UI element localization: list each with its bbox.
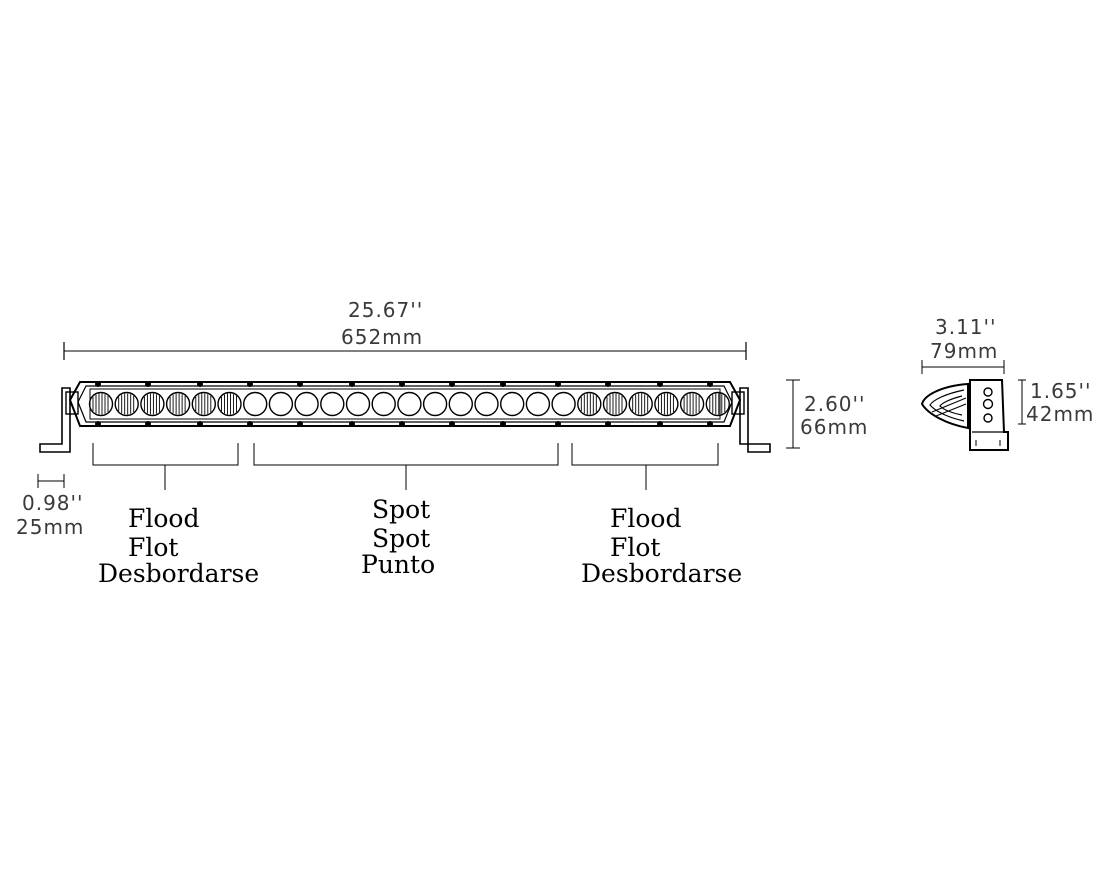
center-label-es: Punto [361, 550, 435, 579]
beam-group-brackets [92, 443, 719, 490]
led-lens [397, 391, 422, 417]
led-lens [320, 391, 345, 417]
housing-screw [297, 381, 303, 387]
right-label-es: Desbordarse [581, 559, 742, 588]
led-lens [242, 391, 268, 417]
housing-screw [247, 421, 253, 427]
led-lens [165, 391, 191, 417]
housing-screw [349, 381, 355, 387]
led-lens [422, 391, 448, 417]
housing-screw [95, 421, 101, 427]
bracket-mm: 25mm [16, 515, 84, 539]
housing-screw [197, 381, 203, 387]
height-dimension: 2.60'' 66mm [786, 379, 868, 449]
housing-screw [500, 381, 506, 387]
led-lens [551, 391, 576, 417]
housing-screw [399, 381, 405, 387]
housing-screw [500, 421, 506, 427]
led-lens [217, 391, 242, 417]
led-lens [140, 391, 165, 417]
right-label-en: Flood [610, 504, 681, 533]
led-lens [268, 391, 294, 417]
led-lens [577, 391, 602, 417]
housing-screws [95, 381, 713, 427]
center-label-en: Spot [372, 495, 430, 524]
length-inches: 25.67'' [348, 298, 423, 322]
housing-screw [605, 381, 611, 387]
right-label-fr: Flot [610, 533, 660, 562]
housing-screw [707, 421, 713, 427]
length-dimension: 25.67'' 652mm [63, 298, 747, 360]
housing-screw [707, 381, 713, 387]
housing-screw [247, 381, 253, 387]
housing-screw [605, 421, 611, 427]
side-view: 3.11'' 79mm 1.65'' 42mm [920, 315, 1094, 451]
height-inches: 2.60'' [804, 392, 866, 416]
left-label-fr: Flot [128, 533, 178, 562]
led-lens [525, 391, 551, 417]
housing-screw [297, 421, 303, 427]
left-label-es: Desbordarse [98, 559, 259, 588]
housing-screw [449, 381, 455, 387]
led-lens [679, 391, 705, 417]
led-lens [114, 391, 139, 417]
led-lens [371, 391, 396, 417]
led-lens [294, 391, 319, 417]
bracket-dimension: 0.98'' 25mm [16, 474, 84, 539]
led-lens [654, 391, 679, 417]
beam-label-right: Flood Flot Desbordarse [581, 504, 742, 588]
housing-screw [349, 421, 355, 427]
side-height-mm: 42mm [1026, 402, 1094, 426]
led-lens [448, 391, 473, 417]
housing-screw [197, 421, 203, 427]
housing-screw [555, 421, 561, 427]
center-label-fr: Spot [372, 524, 430, 553]
led-lens [628, 391, 653, 417]
housing-screw [555, 381, 561, 387]
led-lens [705, 391, 730, 417]
light-bar-front-view [39, 381, 771, 453]
bracket-inches: 0.98'' [22, 491, 84, 515]
side-width-mm: 79mm [930, 339, 998, 363]
length-mm: 652mm [341, 325, 423, 349]
led-lens [474, 391, 499, 417]
housing-screw [145, 421, 151, 427]
housing-screw [95, 381, 101, 387]
side-width-inches: 3.11'' [935, 315, 997, 339]
led-lens [191, 391, 217, 417]
beam-label-center: Spot Spot Punto [361, 495, 435, 579]
housing-screw [449, 421, 455, 427]
led-lens [88, 391, 114, 417]
led-lens [500, 391, 525, 417]
side-height-inches: 1.65'' [1030, 379, 1092, 403]
housing-screw [657, 381, 663, 387]
housing-screw [657, 421, 663, 427]
beam-label-left: Flood Flot Desbordarse [98, 504, 259, 588]
left-label-en: Flood [128, 504, 199, 533]
led-lenses [88, 391, 730, 417]
housing-screw [145, 381, 151, 387]
height-mm: 66mm [800, 415, 868, 439]
led-lens [345, 391, 371, 417]
housing-screw [399, 421, 405, 427]
led-lens [602, 391, 628, 417]
